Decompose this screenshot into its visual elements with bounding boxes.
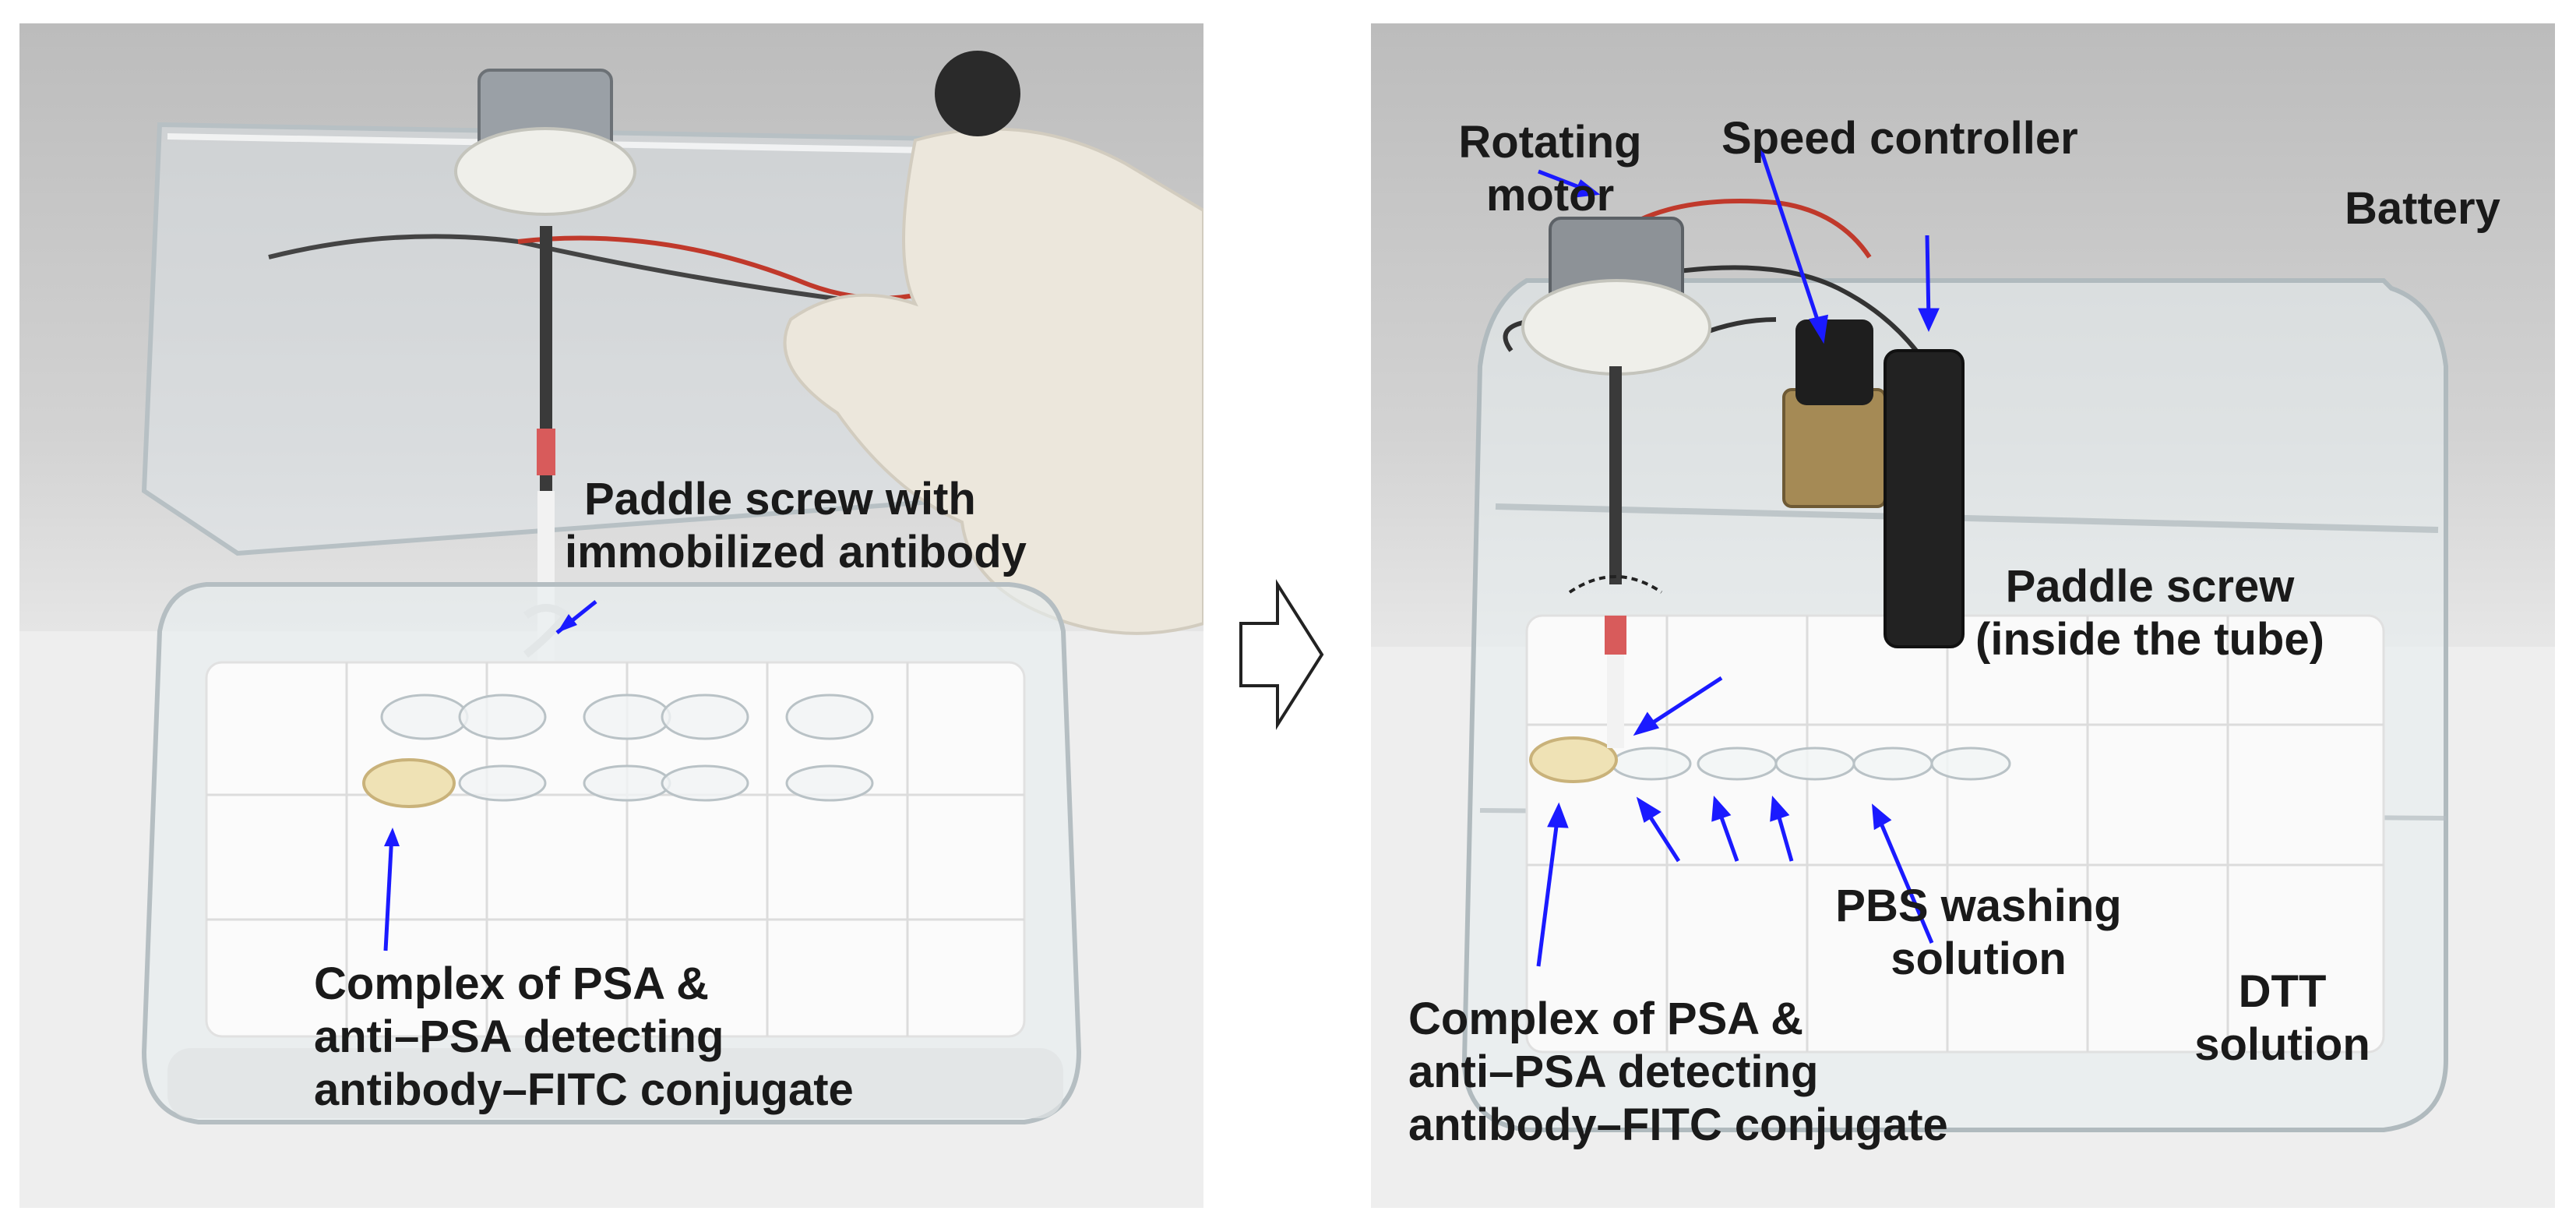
right-complex-label-line1: Complex of PSA & <box>1408 994 1804 1044</box>
complex-label-line1: Complex of PSA & <box>314 958 710 1009</box>
paddle-screw-arrow <box>1642 676 1723 731</box>
right-complex-label-line3: antibody–FITC conjugate <box>1408 1100 1948 1150</box>
battery-label: Battery <box>2345 183 2500 234</box>
right-photo-panel: Rotating motor Speed controller Battery … <box>1371 23 2555 1208</box>
dtt-label-line1: DTT <box>2238 966 2327 1017</box>
motor-label-line2: motor <box>1485 170 1615 221</box>
left-device-photo <box>19 51 1203 1208</box>
left-annotation-arrows <box>383 600 597 951</box>
paddle-screw-label-line2: (inside the tube) <box>1975 614 2324 665</box>
right-arrow-icon <box>1239 579 1324 730</box>
complex-label-line3: antibody–FITC conjugate <box>314 1064 854 1115</box>
speed-controller-label: Speed controller <box>1721 113 2078 164</box>
left-arrow-complex <box>383 833 394 951</box>
paddle-screw-label-line2: immobilized antibody <box>565 527 1027 577</box>
dtt-label-line2: solution <box>2194 1019 2370 1070</box>
pbs-label-line1: PBS washing <box>1835 881 2122 931</box>
motor-label-line1: Rotating <box>1458 117 1642 168</box>
right-complex-label-line2: anti–PSA detecting <box>1408 1047 1819 1097</box>
battery-arrow <box>1925 235 1931 320</box>
right-annotation-arrows <box>1536 147 1940 967</box>
speed-controller-arrow <box>1758 147 1824 332</box>
right-complex-arrow <box>1536 814 1560 967</box>
paddle-screw-label-line1: Paddle screw <box>2005 561 2295 612</box>
left-photo-panel: Paddle screw with immobilized antibody C… <box>19 23 1203 1208</box>
complex-label-line2: anti–PSA detecting <box>314 1011 724 1062</box>
right-device-photo <box>1371 199 2555 1208</box>
dtt-arrow <box>1875 814 1934 944</box>
pbs-label-line2: solution <box>1891 934 2067 984</box>
paddle-screw-label-line1: Paddle screw with <box>584 474 976 524</box>
